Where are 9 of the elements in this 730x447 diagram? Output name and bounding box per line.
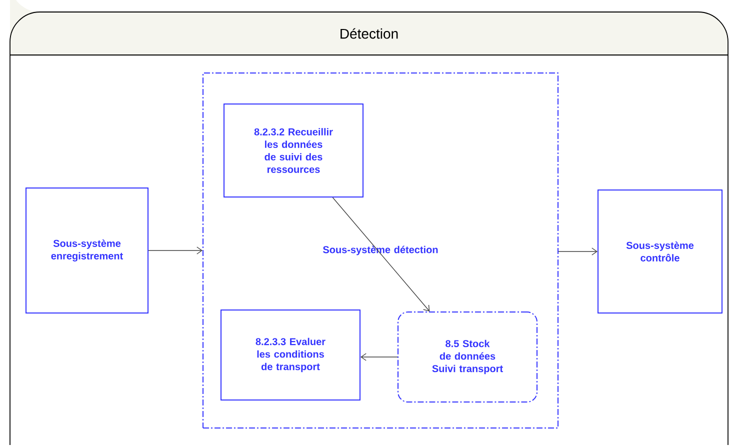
process-box: 8.2.3.3 Evaluer les conditions de transport [220,310,360,400]
arrow [148,246,202,254]
data-store-box: 8.5 Stock de données Suivi transport [398,312,538,402]
arrow [360,353,398,361]
subsystem-box: Sous-système enregistrement [26,188,148,314]
subsystem-box: Sous-système contrôle [598,190,722,314]
arrow [558,248,598,256]
arrow [332,197,430,312]
process-box: 8.2.3.2 Recueillir les données de suivi des ressources [224,104,364,198]
